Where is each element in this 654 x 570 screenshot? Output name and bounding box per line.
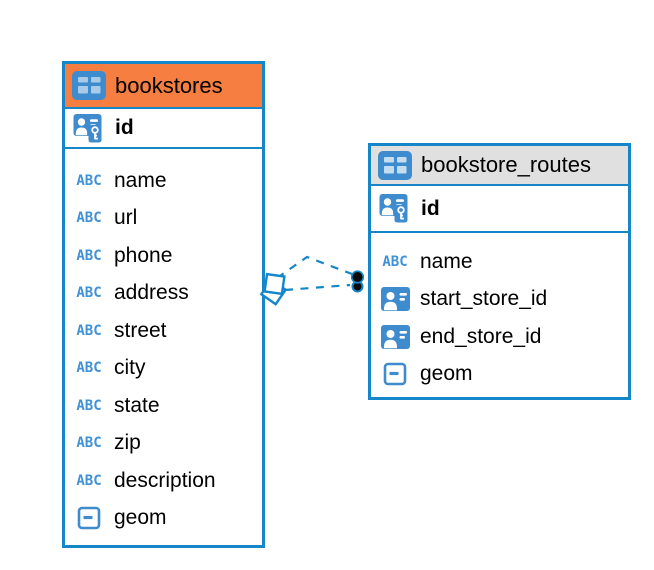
text-icon: ABC (76, 435, 102, 452)
table-bookstores[interactable]: bookstores id ABC (62, 61, 265, 548)
text-icon: ABC (76, 285, 102, 302)
column-name: city (114, 356, 146, 380)
text-icon: ABC (76, 172, 102, 189)
text-icon: ABC (76, 360, 102, 377)
column-name: phone (114, 243, 173, 267)
column-name: geom (114, 506, 167, 530)
table-row[interactable]: start_store_id (371, 281, 628, 319)
text-icon: ABC (76, 210, 102, 227)
table-bookstore-routes[interactable]: bookstore_routes id (368, 143, 631, 400)
table-row[interactable]: geom (371, 356, 628, 394)
column-name: name (420, 249, 473, 273)
table-header[interactable]: bookstore_routes (371, 146, 628, 186)
table-row[interactable]: ABC street (65, 312, 262, 350)
column-name: end_store_id (420, 324, 542, 348)
text-icon: ABC (76, 472, 102, 489)
primary-key-name: id (421, 196, 440, 220)
column-name: address (114, 281, 189, 305)
column-name: name (114, 168, 167, 192)
column-name: zip (114, 431, 141, 455)
primary-key-row[interactable]: id (371, 186, 628, 233)
column-name: geom (420, 362, 473, 386)
column-name: start_store_id (420, 287, 548, 311)
table-header[interactable]: bookstores (65, 64, 262, 109)
column-name: street (114, 318, 167, 342)
table-row[interactable]: ABC address (65, 275, 262, 313)
geometry-icon (378, 362, 412, 386)
dot-marker[interactable] (350, 270, 365, 293)
text-icon: ABC (76, 322, 102, 339)
primary-key-row[interactable]: id (65, 109, 262, 149)
table-row[interactable]: ABC description (65, 462, 262, 500)
table-row[interactable]: ABC name (65, 162, 262, 200)
columns-list: ABC name start_store_id (371, 233, 628, 393)
person-ref-icon (378, 287, 412, 312)
table-row[interactable]: geom (65, 500, 262, 538)
columns-list: ABC name ABC url ABC phone ABC address A… (65, 149, 262, 537)
relationship-line[interactable] (284, 283, 351, 292)
column-name: state (114, 393, 160, 417)
person-key-icon (378, 193, 412, 224)
table-row[interactable]: end_store_id (371, 318, 628, 356)
primary-key-name: id (115, 116, 134, 139)
text-icon: ABC (76, 397, 102, 414)
person-ref-icon (378, 324, 412, 349)
person-key-icon (72, 113, 106, 144)
geometry-icon (72, 506, 106, 530)
table-row[interactable]: ABC zip (65, 425, 262, 463)
text-icon: ABC (382, 253, 408, 270)
table-row[interactable]: ABC url (65, 200, 262, 238)
column-name: description (114, 468, 216, 492)
table-icon (378, 150, 412, 180)
relationship-line[interactable] (276, 255, 353, 279)
table-row[interactable]: ABC state (65, 387, 262, 425)
table-title: bookstore_routes (421, 152, 591, 177)
text-icon: ABC (76, 247, 102, 264)
table-title: bookstores (115, 72, 223, 98)
table-row[interactable]: ABC phone (65, 237, 262, 275)
column-name: url (114, 206, 138, 230)
table-row[interactable]: ABC name (371, 243, 628, 281)
table-row[interactable]: ABC city (65, 350, 262, 388)
diamond-marker[interactable] (259, 272, 288, 306)
table-icon (72, 71, 106, 100)
